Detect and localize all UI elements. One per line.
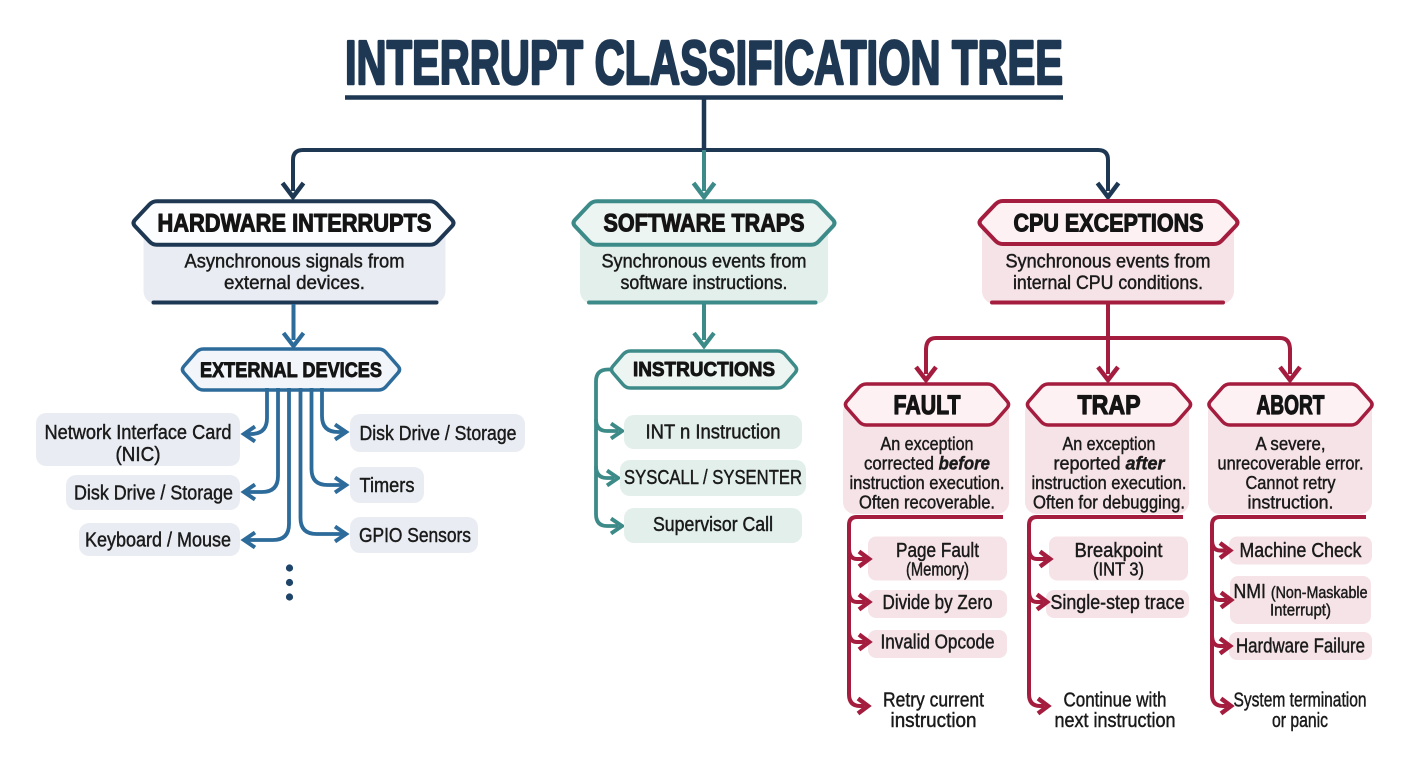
svg-text:An exception: An exception (1063, 433, 1156, 454)
svg-text:Asynchronous signals from: Asynchronous signals from (185, 252, 405, 273)
svg-text:HARDWARE INTERRUPTS: HARDWARE INTERRUPTS (158, 210, 432, 238)
svg-text:ABORT: ABORT (1257, 390, 1325, 420)
svg-text:EXTERNAL DEVICES: EXTERNAL DEVICES (200, 359, 382, 382)
svg-text:Hardware Failure: Hardware Failure (1236, 636, 1365, 658)
svg-text:SYSCALL / SYSENTER: SYSCALL / SYSENTER (624, 467, 802, 489)
svg-text:Network Interface Card: Network Interface Card (45, 422, 232, 444)
svg-text:Timers: Timers (360, 475, 415, 497)
svg-text:Interrupt): Interrupt) (1270, 602, 1331, 620)
svg-text:A severe,: A severe, (1256, 433, 1326, 454)
svg-text:INSTRUCTIONS: INSTRUCTIONS (633, 359, 775, 381)
svg-text:FAULT: FAULT (894, 390, 961, 420)
svg-text:Invalid Opcode: Invalid Opcode (881, 632, 995, 654)
svg-text:instruction: instruction (891, 710, 977, 732)
svg-text:Single-step trace: Single-step trace (1051, 592, 1185, 614)
svg-text:Disk Drive / Storage: Disk Drive / Storage (74, 483, 233, 505)
svg-text:System termination: System termination (1234, 690, 1367, 712)
svg-text:Divide by Zero: Divide by Zero (883, 592, 993, 614)
svg-text:Supervisor Call: Supervisor Call (653, 514, 773, 536)
svg-text:Synchronous events from: Synchronous events from (1006, 252, 1211, 273)
svg-text:(NIC): (NIC) (116, 444, 161, 466)
svg-text:GPIO Sensors: GPIO Sensors (359, 525, 471, 547)
svg-text:next instruction: next instruction (1055, 710, 1176, 732)
svg-text:external devices.: external devices. (224, 273, 365, 294)
svg-text:Retry current: Retry current (883, 690, 984, 712)
svg-text:Often for debugging.: Often for debugging. (1033, 492, 1185, 513)
svg-text:Often recoverable.: Often recoverable. (859, 492, 995, 513)
svg-text:instruction execution.: instruction execution. (850, 472, 1005, 493)
svg-text:Breakpoint: Breakpoint (1075, 540, 1163, 562)
svg-text:Cannot retry: Cannot retry (1246, 472, 1337, 493)
svg-text:Machine Check: Machine Check (1240, 540, 1363, 562)
svg-text:Keyboard / Mouse: Keyboard / Mouse (85, 530, 231, 552)
svg-text:unrecoverable error.: unrecoverable error. (1218, 453, 1364, 474)
svg-text:internal CPU conditions.: internal CPU conditions. (1013, 273, 1203, 294)
svg-text:Page Fault: Page Fault (896, 540, 979, 562)
svg-text:INT n Instruction: INT n Instruction (646, 422, 781, 444)
svg-text:Disk Drive / Storage: Disk Drive / Storage (360, 423, 517, 445)
svg-text:instruction execution.: instruction execution. (1032, 472, 1187, 493)
svg-text:CPU EXCEPTIONS: CPU EXCEPTIONS (1014, 210, 1204, 238)
svg-text:NMI (Non-Maskable: NMI (Non-Maskable (1234, 580, 1368, 603)
svg-text:INTERRUPT CLASSIFICATION TREE: INTERRUPT CLASSIFICATION TREE (345, 29, 1063, 98)
svg-text:SOFTWARE TRAPS: SOFTWARE TRAPS (604, 210, 805, 238)
svg-text:(Memory): (Memory) (906, 560, 969, 580)
svg-text:software instructions.: software instructions. (621, 273, 788, 294)
svg-text:Continue with: Continue with (1064, 690, 1167, 712)
svg-text:Synchronous events from: Synchronous events from (602, 252, 807, 273)
svg-text:(INT 3): (INT 3) (1093, 560, 1144, 580)
svg-text:instruction.: instruction. (1248, 492, 1334, 513)
svg-text:An exception: An exception (881, 433, 974, 454)
svg-text:corrected before: corrected before (864, 453, 990, 474)
svg-text:TRAP: TRAP (1078, 390, 1141, 420)
svg-text:reported after: reported after (1054, 453, 1167, 474)
svg-text:or panic: or panic (1272, 710, 1328, 732)
